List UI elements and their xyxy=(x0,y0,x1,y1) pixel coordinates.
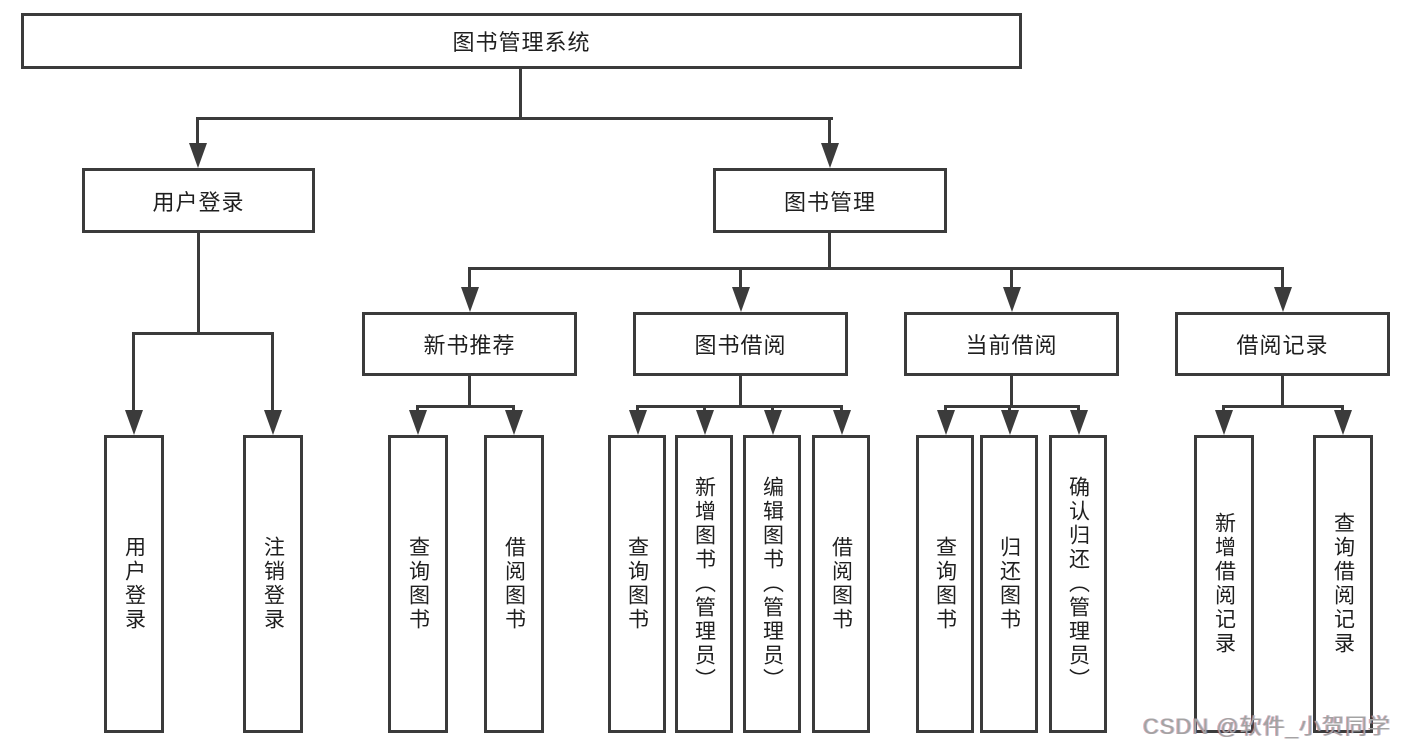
node-current-borrow-label: 当前借阅 xyxy=(965,333,1058,358)
connector-user-login-bus xyxy=(132,332,274,335)
csdn-watermark: CSDN @软件_小贺同学 xyxy=(1142,714,1391,739)
arrowhead-bb-edit xyxy=(764,410,782,435)
arrowhead-cb-return xyxy=(1001,410,1019,435)
connector-cb-return-drop xyxy=(1008,405,1011,413)
node-user-login-leaf: 用户登录 xyxy=(104,435,164,733)
connector-bb-edit-drop xyxy=(771,405,774,413)
node-cb-query-book: 查询图书 xyxy=(916,435,974,733)
arrowhead-br-add xyxy=(1215,410,1233,435)
arrowhead-user-login xyxy=(189,143,207,168)
arrowhead-new-book-rec xyxy=(461,287,479,312)
arrowhead-bb-query xyxy=(629,410,647,435)
connector-book-mgmt-drop xyxy=(828,117,831,147)
arrowhead-borrow-records xyxy=(1274,287,1292,312)
connector-level2-bus xyxy=(196,117,833,120)
node-book-borrow: 图书借阅 xyxy=(633,312,848,376)
connector-borrow-records-stem xyxy=(1281,374,1284,408)
node-book-borrow-label: 图书借阅 xyxy=(694,333,787,358)
node-bb-query-book: 查询图书 xyxy=(608,435,666,733)
node-new-book-rec-label: 新书推荐 xyxy=(423,333,516,358)
connector-book-borrow-stem xyxy=(739,374,742,408)
arrowhead-br-query xyxy=(1334,410,1352,435)
node-rec-borrow-book-label: 借阅图书 xyxy=(502,536,526,632)
node-bb-borrow-book-label: 借阅图书 xyxy=(829,536,853,632)
connector-br-query-drop xyxy=(1341,405,1344,413)
connector-user-login-leaf-drop xyxy=(132,332,135,412)
connector-new-book-rec-bus xyxy=(416,405,515,408)
node-user-login: 用户登录 xyxy=(82,168,315,233)
node-root: 图书管理系统 xyxy=(21,13,1022,69)
connector-logout-drop xyxy=(271,332,274,412)
arrowhead-current-borrow xyxy=(1003,287,1021,312)
node-br-add-record: 新增借阅记录 xyxy=(1194,435,1254,733)
node-book-mgmt-label: 图书管理 xyxy=(783,189,876,215)
connector-current-borrow-drop xyxy=(1010,267,1013,290)
node-rec-query-book: 查询图书 xyxy=(388,435,448,733)
connector-new-book-rec-drop xyxy=(468,267,471,290)
node-user-login-label: 用户登录 xyxy=(152,189,245,215)
node-logout: 注销登录 xyxy=(243,435,303,733)
node-bb-edit-book: 编辑图书（管理员） xyxy=(743,435,801,733)
arrowhead-book-borrow xyxy=(732,287,750,312)
node-new-book-rec: 新书推荐 xyxy=(362,312,577,376)
node-bb-borrow-book: 借阅图书 xyxy=(812,435,870,733)
node-br-query-record: 查询借阅记录 xyxy=(1313,435,1373,733)
connector-rec-query-drop xyxy=(416,405,419,413)
node-bb-add-book: 新增图书（管理员） xyxy=(675,435,733,733)
connector-cb-query-drop xyxy=(944,405,947,413)
connector-current-borrow-stem xyxy=(1010,374,1013,408)
node-cb-query-book-label: 查询图书 xyxy=(933,536,957,632)
connector-new-book-rec-stem xyxy=(468,374,471,408)
connector-user-login-drop xyxy=(196,117,199,147)
connector-current-borrow-bus xyxy=(944,405,1080,408)
connector-cb-confirm-drop xyxy=(1077,405,1080,413)
node-cb-return-book-label: 归还图书 xyxy=(997,536,1021,632)
node-cb-confirm-return-label: 确认归还（管理员） xyxy=(1066,476,1090,692)
arrowhead-logout xyxy=(264,410,282,435)
connector-book-mgmt-stem xyxy=(828,231,831,269)
arrowhead-rec-query xyxy=(409,410,427,435)
arrowhead-rec-borrow xyxy=(505,410,523,435)
node-root-label: 图书管理系统 xyxy=(452,30,591,55)
arrowhead-bb-borrow xyxy=(833,410,851,435)
node-br-query-record-label: 查询借阅记录 xyxy=(1331,512,1355,656)
node-br-add-record-label: 新增借阅记录 xyxy=(1212,512,1236,656)
node-cb-confirm-return: 确认归还（管理员） xyxy=(1049,435,1107,733)
node-current-borrow: 当前借阅 xyxy=(904,312,1119,376)
arrowhead-cb-query xyxy=(937,410,955,435)
node-logout-label: 注销登录 xyxy=(261,536,285,632)
arrowhead-bb-add xyxy=(696,410,714,435)
arrowhead-book-mgmt xyxy=(821,143,839,168)
node-rec-query-book-label: 查询图书 xyxy=(406,536,430,632)
node-cb-return-book: 归还图书 xyxy=(980,435,1038,733)
node-rec-borrow-book: 借阅图书 xyxy=(484,435,544,733)
connector-borrow-records-drop xyxy=(1281,267,1284,290)
connector-root-stem xyxy=(519,67,522,120)
node-user-login-leaf-label: 用户登录 xyxy=(122,536,146,632)
connector-book-borrow-bus xyxy=(636,405,843,408)
connector-bb-add-drop xyxy=(703,405,706,413)
node-bb-query-book-label: 查询图书 xyxy=(625,536,649,632)
connector-br-add-drop xyxy=(1222,405,1225,413)
node-borrow-records: 借阅记录 xyxy=(1175,312,1390,376)
node-book-mgmt: 图书管理 xyxy=(713,168,947,233)
arrowhead-user-login-leaf xyxy=(125,410,143,435)
arrowhead-cb-confirm xyxy=(1070,410,1088,435)
connector-book-borrow-drop xyxy=(739,267,742,290)
node-bb-edit-book-label: 编辑图书（管理员） xyxy=(760,476,784,692)
connector-rec-borrow-drop xyxy=(512,405,515,413)
node-bb-add-book-label: 新增图书（管理员） xyxy=(692,476,716,692)
node-borrow-records-label: 借阅记录 xyxy=(1236,333,1329,358)
connector-bb-query-drop xyxy=(636,405,639,413)
connector-level3-bus xyxy=(468,267,1284,270)
connector-borrow-records-bus xyxy=(1222,405,1344,408)
connector-bb-borrow-drop xyxy=(840,405,843,413)
connector-user-login-stem xyxy=(197,231,200,334)
